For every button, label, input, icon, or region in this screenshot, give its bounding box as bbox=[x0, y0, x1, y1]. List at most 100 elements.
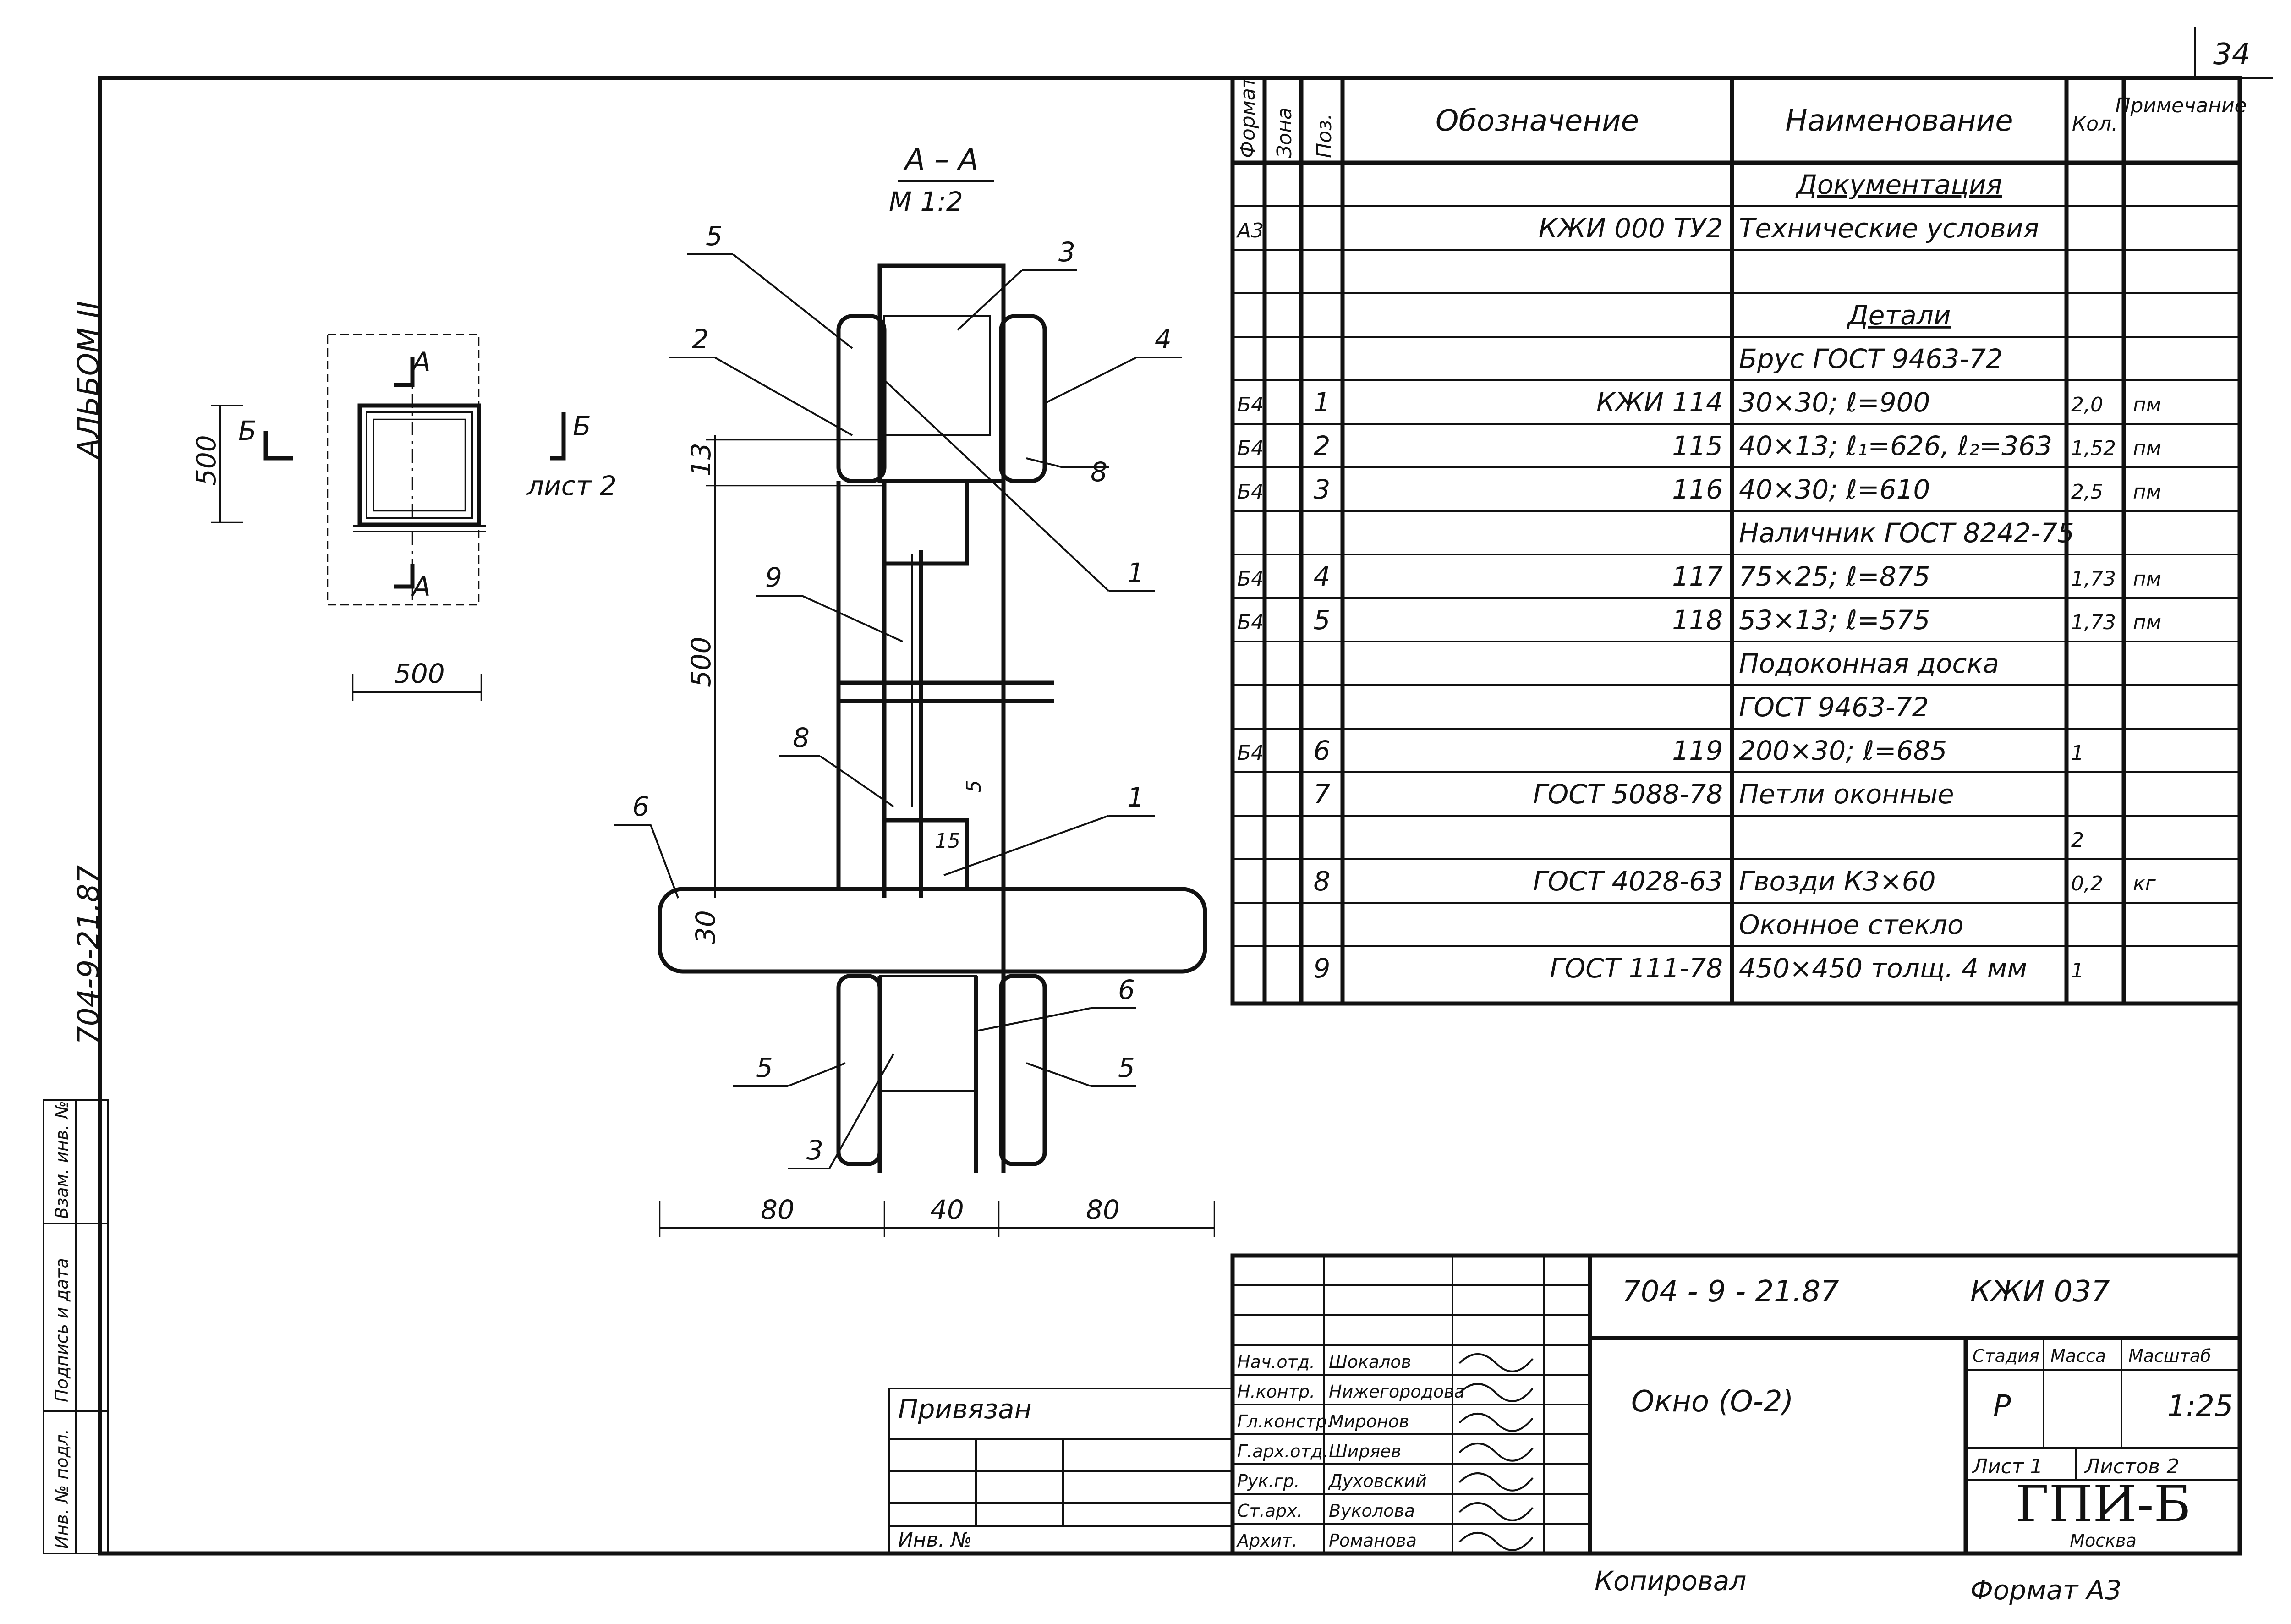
spec-cell-name: Документация bbox=[1795, 169, 2002, 200]
spec-cell-qty: 1 bbox=[2071, 741, 2084, 765]
spec-cell-pos: 8 bbox=[1314, 866, 1331, 897]
spec-cell-note: кг bbox=[2133, 872, 2156, 895]
signer-name: Духовский bbox=[1328, 1471, 1427, 1491]
spec-cell-name: Петли оконные bbox=[1739, 779, 1954, 810]
spec-cell-name: Брус ГОСТ 9463-72 bbox=[1739, 343, 2003, 374]
callout-3-top: 3 bbox=[1058, 236, 1075, 268]
signature bbox=[1458, 1502, 1534, 1521]
spec-header-qty: Кол. bbox=[2072, 112, 2118, 136]
spec-header-pos: Поз. bbox=[1313, 114, 1336, 158]
spec-cell-note: пм bbox=[2133, 567, 2161, 591]
signer-name: Романова bbox=[1329, 1531, 1417, 1551]
spec-cell-format: Б4 bbox=[1237, 437, 1264, 460]
inv-no-label: Инв. № bbox=[898, 1528, 972, 1552]
spec-cell-note: пм bbox=[2133, 480, 2161, 504]
spec-cell-qty: 1 bbox=[2071, 959, 2084, 982]
spec-cell-format: Б4 bbox=[1237, 393, 1264, 417]
replace-inv-label: Взам. инв. № bbox=[52, 1101, 72, 1219]
callout-1-top: 1 bbox=[1127, 557, 1144, 588]
casing-right-top bbox=[999, 314, 1047, 483]
spec-cell-format: Б4 bbox=[1237, 741, 1264, 765]
spec-cell-qty: 1,73 bbox=[2071, 611, 2116, 634]
callout-8-top: 8 bbox=[1091, 456, 1107, 488]
spec-header-zone: Зона bbox=[1273, 107, 1296, 158]
callouts: 1 1 2 3 3 4 5 5 5 6 bbox=[614, 220, 1182, 1169]
signer-name: Нижегородова bbox=[1329, 1382, 1465, 1402]
dim-40: 40 bbox=[930, 1194, 964, 1225]
spec-cell-designation: 116 bbox=[1672, 474, 1723, 505]
signer-role: Гл.констр. bbox=[1237, 1411, 1332, 1432]
signer-name: Шокалов bbox=[1329, 1352, 1411, 1372]
casing-right-bottom bbox=[999, 974, 1047, 1166]
spec-cell-designation: ГОСТ 4028-63 bbox=[1533, 866, 1723, 897]
spec-cell-name: Гвозди К3×60 bbox=[1739, 866, 1936, 897]
sash-top-bar bbox=[882, 479, 969, 566]
plan-view: А А Б Б лист 2 500 500 bbox=[191, 334, 617, 701]
callout-1-bottom: 1 bbox=[1127, 782, 1144, 813]
spec-cell-name: 30×30; ℓ=900 bbox=[1739, 387, 1930, 418]
doc-code: 704 - 9 - 21.87 bbox=[1622, 1275, 1839, 1309]
dim-80-left: 80 bbox=[761, 1194, 795, 1225]
sheet-number: 34 bbox=[2213, 38, 2250, 71]
spec-cell-designation: ГОСТ 111-78 bbox=[1550, 953, 1723, 984]
signature bbox=[1458, 1383, 1534, 1402]
stage-label: Стадия bbox=[1973, 1346, 2039, 1366]
signer-role: Архит. bbox=[1236, 1531, 1298, 1551]
plan-section-mark-top: А bbox=[411, 346, 431, 378]
spec-cell-pos: 7 bbox=[1314, 779, 1331, 810]
callout-8-mid: 8 bbox=[793, 722, 810, 753]
head-bar bbox=[883, 315, 991, 436]
sign-date-label: Подпись и дата bbox=[52, 1258, 72, 1402]
spec-cell-pos: 3 bbox=[1314, 474, 1331, 505]
spec-cell-name: 75×25; ℓ=875 bbox=[1739, 561, 1930, 592]
spec-cell-designation: КЖИ 000 ТУ2 bbox=[1539, 213, 1723, 244]
callout-5-top: 5 bbox=[706, 220, 723, 252]
callout-4: 4 bbox=[1155, 324, 1172, 355]
sheet-label: Лист 1 bbox=[1972, 1455, 2043, 1478]
spec-cell-designation: ГОСТ 5088-78 bbox=[1533, 779, 1723, 810]
spec-cell-name: Оконное стекло bbox=[1739, 909, 1964, 940]
plan-dim-horizontal: 500 bbox=[394, 658, 445, 689]
signature bbox=[1458, 1443, 1534, 1462]
callout-6-lower: 6 bbox=[1118, 974, 1135, 1005]
spec-cell-name: 40×13; ℓ₁=626, ℓ₂=363 bbox=[1739, 430, 2052, 461]
signature bbox=[1458, 1413, 1534, 1432]
dim-500: 500 bbox=[685, 636, 717, 687]
signature bbox=[1458, 1472, 1534, 1492]
copied-label: Копировал bbox=[1595, 1565, 1746, 1597]
spec-cell-name: Наличник ГОСТ 8242-75 bbox=[1739, 517, 2074, 549]
spec-cell-qty: 1,52 bbox=[2071, 437, 2116, 460]
spec-cell-pos: 1 bbox=[1314, 387, 1331, 418]
left-stamp: Взам. инв. № Подпись и дата Инв. № подл. bbox=[43, 1099, 109, 1554]
callout-5-bottom-right: 5 bbox=[1118, 1052, 1135, 1083]
spec-cell-format: Б4 bbox=[1237, 567, 1264, 591]
spec-cell-qty: 0,2 bbox=[2071, 872, 2103, 895]
spec-cell-format: А3 bbox=[1236, 219, 1264, 242]
signer-role: Г.арх.отд. bbox=[1237, 1441, 1328, 1461]
dim-30: 30 bbox=[690, 910, 721, 944]
signer-name: Ширяев bbox=[1329, 1441, 1401, 1461]
spec-cell-designation: 119 bbox=[1672, 735, 1723, 766]
spec-cell-format: Б4 bbox=[1237, 611, 1264, 634]
spec-cell-name: Технические условия bbox=[1739, 213, 2039, 244]
spec-cell-qty: 2 bbox=[2071, 828, 2084, 852]
inv-orig-label: Инв. № подл. bbox=[52, 1429, 72, 1549]
spec-cell-qty: 2,5 bbox=[2071, 480, 2103, 504]
dim-80-right: 80 bbox=[1086, 1194, 1120, 1225]
dim-15: 15 bbox=[935, 829, 960, 853]
spec-cell-pos: 5 bbox=[1314, 604, 1331, 636]
spec-cell-name: Подоконная доска bbox=[1739, 648, 1999, 679]
signature bbox=[1458, 1532, 1534, 1551]
sill-board bbox=[658, 887, 1207, 974]
spec-cell-name: 53×13; ℓ=575 bbox=[1739, 604, 1930, 636]
spec-cell-designation: 115 bbox=[1672, 430, 1723, 461]
privyazan-label: Привязан bbox=[898, 1394, 1032, 1425]
sheet-number-box: 34 bbox=[2194, 27, 2273, 79]
callout-3-bottom: 3 bbox=[806, 1135, 823, 1166]
spec-cell-name: 450×450 толщ. 4 мм bbox=[1739, 953, 2027, 984]
signature bbox=[1458, 1353, 1534, 1372]
callout-2: 2 bbox=[692, 324, 709, 355]
section-title: А – А bbox=[903, 143, 978, 177]
section-view: А – А М 1:2 1 1 bbox=[614, 143, 1215, 1237]
lower-bar bbox=[879, 975, 977, 1092]
